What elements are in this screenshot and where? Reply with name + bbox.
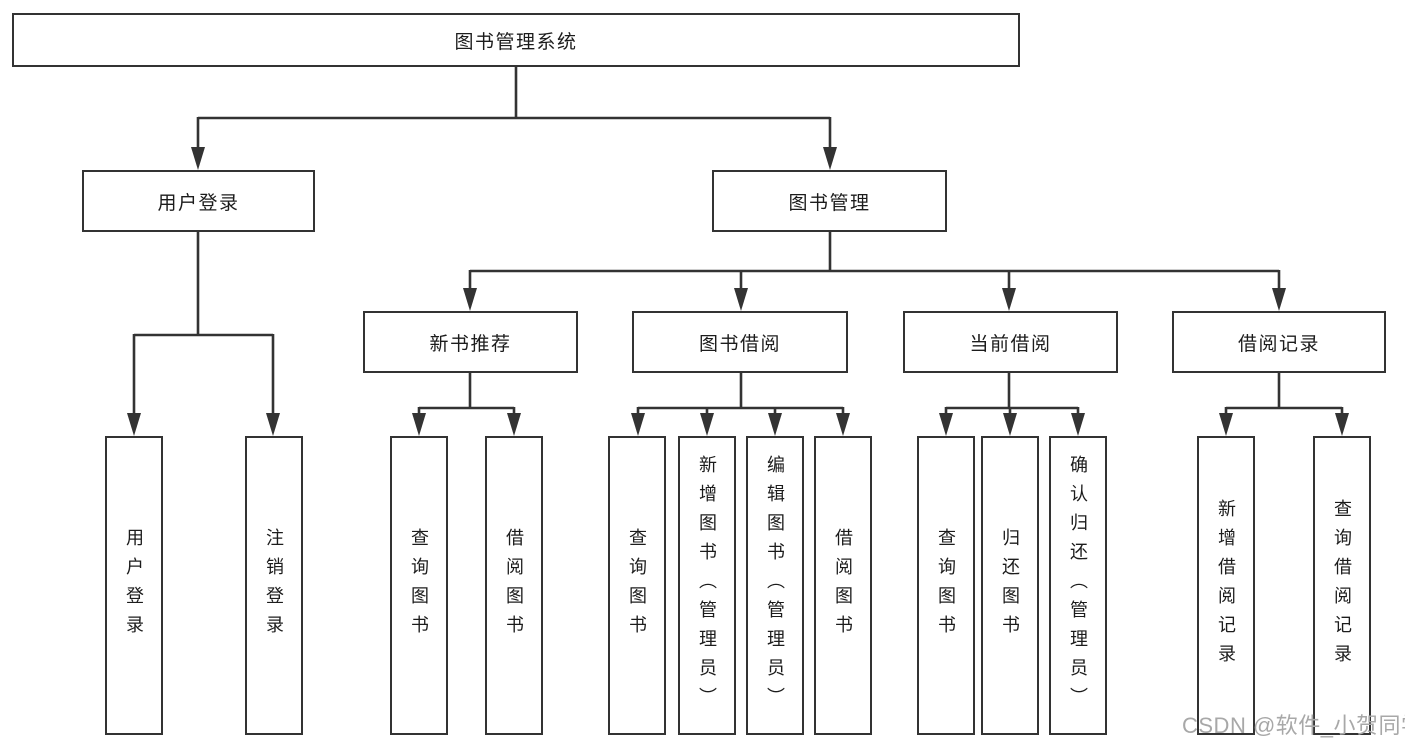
connector-borrow-record-children	[1219, 373, 1349, 436]
node-label: 图书管理	[788, 192, 871, 214]
arrow-down-icon	[939, 413, 953, 436]
arrow-down-icon	[1219, 413, 1233, 436]
arrow-down-icon	[734, 288, 748, 311]
node-user-login: 用户登录	[82, 170, 315, 232]
leaf-bb-borrow-books: 借阅图书	[814, 436, 872, 735]
leaf-cb-return-books: 归还图书	[981, 436, 1039, 735]
arrow-down-icon	[266, 413, 280, 436]
connector-new-book-children	[412, 373, 521, 436]
node-book-management: 图书管理	[712, 170, 947, 232]
arrow-down-icon	[1272, 288, 1286, 311]
leaf-nb-query-books: 查询图书	[390, 436, 448, 735]
leaf-label: 归还图书	[1000, 527, 1020, 644]
leaf-user-login: 用户登录	[105, 436, 163, 735]
node-label: 用户登录	[157, 192, 240, 214]
csdn-watermark: CSDN @软件_小贺同学	[1182, 713, 1405, 738]
arrow-down-icon	[1002, 288, 1016, 311]
leaf-label: 查询图书	[409, 527, 429, 644]
arrow-down-icon	[768, 413, 782, 436]
leaf-label: 确认归还（管理员）	[1068, 455, 1088, 716]
leaf-nb-borrow-books: 借阅图书	[485, 436, 543, 735]
node-label: 图书借阅	[698, 333, 781, 355]
node-root: 图书管理系统	[12, 13, 1020, 67]
leaf-logout: 注销登录	[245, 436, 303, 735]
leaf-bb-edit-books: 编辑图书（管理员）	[746, 436, 804, 735]
leaf-label: 查询借阅记录	[1332, 498, 1352, 673]
leaf-bb-add-books: 新增图书（管理员）	[678, 436, 736, 735]
arrow-down-icon	[836, 413, 850, 436]
arrow-down-icon	[507, 413, 521, 436]
connector-book-borrow-children	[631, 373, 850, 436]
leaf-bb-query-books: 查询图书	[608, 436, 666, 735]
node-current-borrow: 当前借阅	[903, 311, 1118, 373]
arrow-down-icon	[191, 147, 205, 170]
leaf-label: 新增图书（管理员）	[697, 455, 717, 716]
leaf-label: 编辑图书（管理员）	[765, 455, 785, 716]
arrow-down-icon	[463, 288, 477, 311]
connector-root-to-level2	[191, 67, 837, 170]
arrow-down-icon	[700, 413, 714, 436]
leaf-cb-confirm-return: 确认归还（管理员）	[1049, 436, 1107, 735]
leaf-label: 借阅图书	[504, 527, 524, 644]
node-label: 图书管理系统	[454, 31, 578, 53]
arrow-down-icon	[1071, 413, 1085, 436]
node-borrow-record: 借阅记录	[1172, 311, 1386, 373]
arrow-down-icon	[127, 413, 141, 436]
leaf-label: 查询图书	[627, 527, 647, 644]
arrow-down-icon	[1335, 413, 1349, 436]
leaf-label: 用户登录	[124, 527, 144, 644]
node-label: 借阅记录	[1237, 333, 1320, 355]
connector-book-mgmt-children	[463, 232, 1286, 311]
leaf-br-query-record: 查询借阅记录	[1313, 436, 1371, 735]
connector-user-login-children	[127, 232, 280, 436]
leaf-label: 借阅图书	[833, 527, 853, 644]
leaf-label: 查询图书	[936, 527, 956, 644]
arrow-down-icon	[823, 147, 837, 170]
node-book-borrow: 图书借阅	[632, 311, 848, 373]
arrow-down-icon	[631, 413, 645, 436]
arrow-down-icon	[412, 413, 426, 436]
leaf-br-add-record: 新增借阅记录	[1197, 436, 1255, 735]
arrow-down-icon	[1003, 413, 1017, 436]
leaf-label: 注销登录	[264, 527, 284, 644]
leaf-label: 新增借阅记录	[1216, 498, 1236, 673]
leaf-cb-query-books: 查询图书	[917, 436, 975, 735]
node-new-book-recommend: 新书推荐	[363, 311, 578, 373]
connector-current-borrow-children	[939, 373, 1085, 436]
node-label: 当前借阅	[969, 333, 1052, 355]
node-label: 新书推荐	[429, 333, 512, 355]
